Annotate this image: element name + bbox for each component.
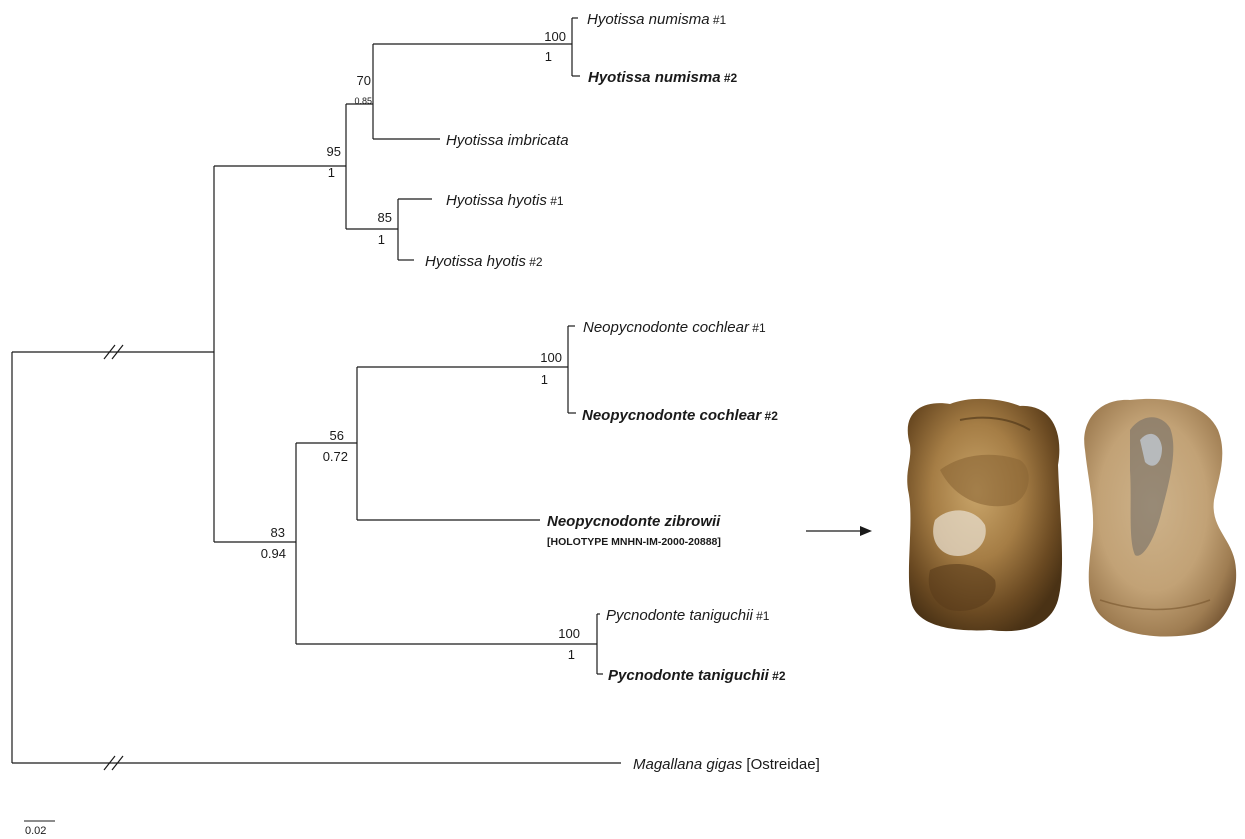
support-bootstrap: 95 [327, 144, 341, 159]
taxon-label: Hyotissa hyotis #2 [425, 253, 543, 270]
arrow-head-icon [860, 526, 872, 536]
support-bootstrap: 70 [357, 73, 371, 88]
support-posterior: 0.94 [261, 546, 286, 561]
shell-photo-interior [1084, 398, 1237, 637]
taxon-label: Neopycnodonte cochlear #1 [583, 319, 766, 336]
taxon-label: Magallana gigas [Ostreidae] [633, 756, 820, 773]
support-bootstrap: 83 [271, 525, 285, 540]
taxon-label: Hyotissa hyotis #1 [446, 192, 564, 209]
support-bootstrap: 100 [540, 350, 562, 365]
support-posterior: 1 [545, 49, 552, 64]
taxon-label: Neopycnodonte zibrowiiNeopycnodonte coch… [582, 407, 778, 424]
support-bootstrap: 100 [544, 29, 566, 44]
support-posterior: 1 [378, 232, 385, 247]
shell-photo-exterior [907, 398, 1063, 632]
taxon-label: Pycnodonte taniguchii #2 [608, 667, 786, 684]
branch-break-mark [111, 755, 124, 771]
taxon-label: Neopycnodonte zibrowii [547, 513, 721, 530]
scale-bar-label: 0.02 [25, 825, 46, 837]
support-posterior: 0.72 [323, 449, 348, 464]
taxon-label: Pycnodonte taniguchii #1 [606, 607, 770, 624]
holotype-note: [HOLOTYPE MNHN-IM-2000-20888] [547, 536, 721, 548]
support-posterior: 1 [328, 165, 335, 180]
branch-break-mark [111, 344, 124, 360]
support-posterior: 1 [568, 647, 575, 662]
branch-break-mark [103, 344, 116, 360]
taxon-label: Hyotissa numisma #2 [588, 69, 738, 86]
branch-break-mark [103, 755, 116, 771]
support-posterior: 0.85 [354, 96, 372, 106]
taxon-label: Hyotissa numisma #1 [587, 11, 727, 28]
support-posterior: 1 [541, 372, 548, 387]
taxon-label: Hyotissa imbricata [446, 132, 569, 149]
support-bootstrap: 100 [558, 626, 580, 641]
support-bootstrap: 56 [330, 428, 344, 443]
support-bootstrap: 85 [378, 210, 392, 225]
